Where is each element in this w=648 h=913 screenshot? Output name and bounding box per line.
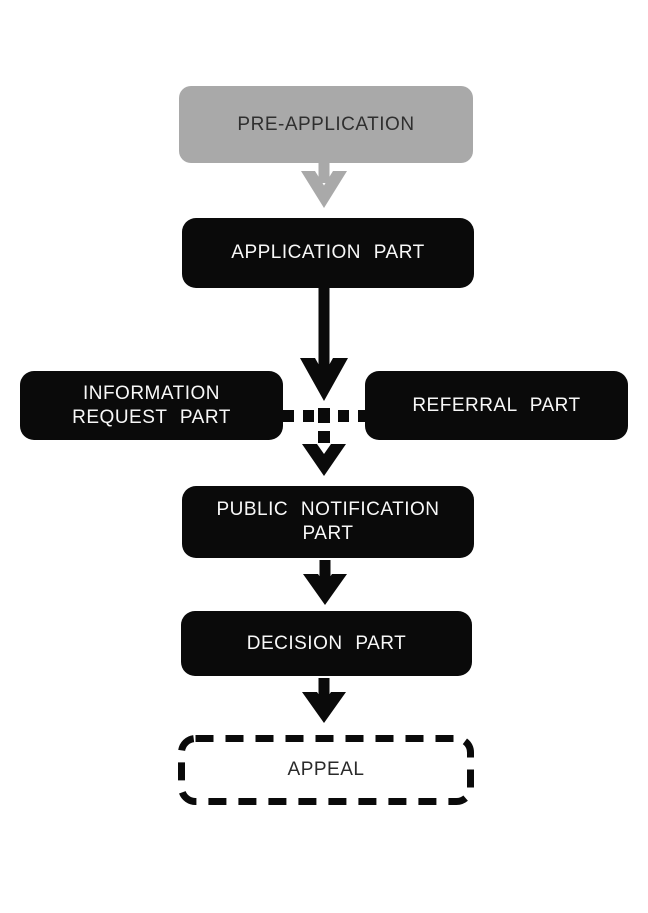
node-appeal: APPEAL <box>178 735 474 805</box>
arrow-down-gray-icon <box>301 163 347 208</box>
node-label: APPEAL <box>287 759 365 780</box>
node-label: PUBLIC NOTIFICATION PART <box>216 499 440 544</box>
node-referral-part: REFERRAL PART <box>365 371 628 440</box>
dotted-connector-horizontal <box>283 408 365 423</box>
arrow-down-solid-icon <box>303 560 347 605</box>
node-label: REFERRAL PART <box>412 394 581 416</box>
node-label: APPLICATION PART <box>231 242 425 263</box>
arrow-down-solid-icon <box>302 678 346 723</box>
dashed-border <box>178 735 474 805</box>
node-label: DECISION PART <box>246 632 407 654</box>
node-information-request-part: INFORMATION REQUEST PART <box>20 371 283 440</box>
node-application-part: APPLICATION PART <box>182 218 474 288</box>
arrow-down-solid-icon <box>300 287 348 401</box>
node-decision-part: DECISION PART <box>181 611 472 676</box>
node-pre-application: PRE-APPLICATION <box>179 86 473 163</box>
node-label: INFORMATION REQUEST PART <box>72 382 231 428</box>
node-label: PRE-APPLICATION <box>237 113 415 135</box>
arrow-down-dashed-icon <box>302 431 346 476</box>
node-public-notification-part: PUBLIC NOTIFICATION PART <box>182 486 474 558</box>
